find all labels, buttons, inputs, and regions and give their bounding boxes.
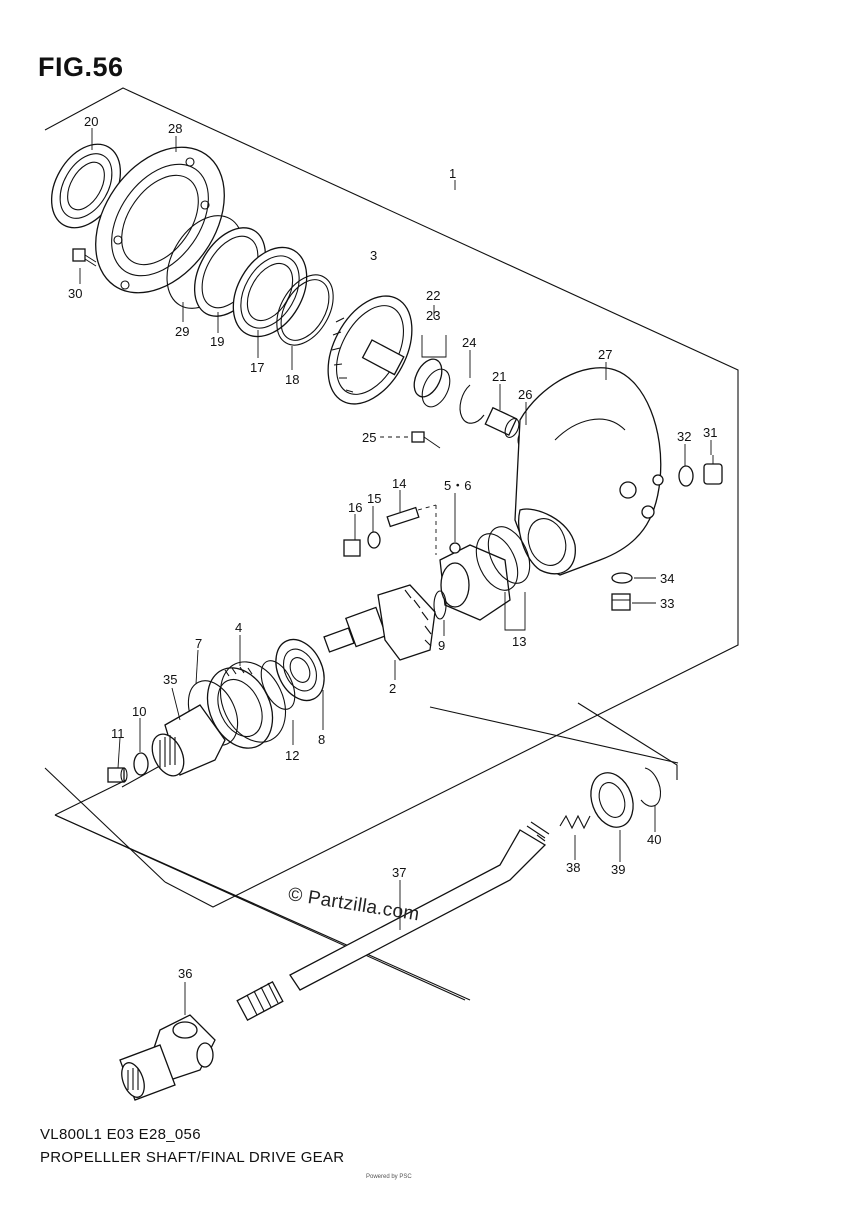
part-23-collar <box>413 358 451 408</box>
callout-25: 25 <box>362 430 376 445</box>
figure-title: FIG.56 <box>38 52 124 82</box>
figure-code: VL800L1 E03 E28_056 <box>40 1126 201 1143</box>
callout-11: 11 <box>111 726 125 741</box>
callout-17: 17 <box>250 360 264 375</box>
part-5-bearing-housing <box>439 542 511 621</box>
callout-27: 27 <box>598 347 612 362</box>
callout-37: 37 <box>392 865 406 880</box>
part-30-bolt <box>72 248 97 267</box>
callout-16: 16 <box>348 500 362 515</box>
part-25-bolt <box>380 431 441 449</box>
callout-36: 36 <box>178 966 192 981</box>
callout-4: 4 <box>235 620 242 635</box>
callout-21: 21 <box>492 369 506 384</box>
tiny-print: Powered by PSC <box>366 1174 412 1180</box>
callout-13: 13 <box>512 634 526 649</box>
callout-18: 18 <box>285 372 299 387</box>
callout-35: 35 <box>163 672 177 687</box>
callout-2: 2 <box>389 681 396 696</box>
callout-15: 15 <box>367 491 381 506</box>
callout-28: 28 <box>168 121 182 136</box>
callout-1: 1 <box>449 166 456 181</box>
callout-34: 34 <box>660 571 674 586</box>
part-14-stud <box>386 504 437 528</box>
callout-14: 14 <box>392 476 406 491</box>
callout-30: 30 <box>68 286 82 301</box>
callout-12: 12 <box>285 748 299 763</box>
part-40-circlip <box>640 767 662 807</box>
callout-38: 38 <box>566 860 580 875</box>
part-11-nut <box>107 767 128 783</box>
part-10-washer <box>133 752 149 776</box>
part-21-needle-bearing <box>484 406 520 438</box>
part-4-damper-cam <box>206 661 287 749</box>
callout-labels: 1 2 3 4 5・6 7 8 9 10 11 12 13 14 15 16 1… <box>68 114 717 981</box>
callout-3: 3 <box>370 248 377 263</box>
part-32-washer <box>678 465 694 487</box>
callout-33: 33 <box>660 596 674 611</box>
part-2-drive-bevel-gear <box>323 584 436 661</box>
part-15-washer <box>367 531 381 549</box>
callout-31: 31 <box>703 425 717 440</box>
part-31-plug <box>703 455 723 485</box>
callout-32: 32 <box>677 429 691 444</box>
callout-26: 26 <box>518 387 532 402</box>
callout-39: 39 <box>611 862 625 877</box>
callout-40: 40 <box>647 832 661 847</box>
callout-19: 19 <box>210 334 224 349</box>
callout-9: 9 <box>438 638 445 653</box>
part-9-shim <box>433 590 447 620</box>
leader-lines <box>79 128 712 1015</box>
callout-23: 23 <box>426 308 440 323</box>
part-38-spring <box>559 814 591 830</box>
part-34-washer <box>611 572 633 584</box>
callout-8: 8 <box>318 732 325 747</box>
part-28-cover-plate <box>95 146 225 294</box>
part-18-ring <box>276 274 334 346</box>
part-17-bearing <box>232 246 308 338</box>
callout-24: 24 <box>462 335 476 350</box>
callout-5-6: 5・6 <box>444 478 471 493</box>
part-16-nut <box>343 539 361 557</box>
part-36-universal-joint <box>119 1014 216 1101</box>
part-33-nut <box>611 593 631 611</box>
part-3-ring-gear <box>327 295 413 405</box>
part-13-o-rings <box>475 526 531 591</box>
part-35-coupling <box>151 704 226 777</box>
part-8-bearing <box>275 638 325 702</box>
callout-29: 29 <box>175 324 189 339</box>
part-27-gear-case <box>514 367 664 576</box>
part-39-seal <box>590 772 634 828</box>
callout-10: 10 <box>132 704 146 719</box>
callout-20: 20 <box>84 114 98 129</box>
callout-22: 22 <box>426 288 440 303</box>
part-24-circlip <box>459 384 485 424</box>
part-37-propeller-shaft <box>236 821 550 1021</box>
callout-7: 7 <box>195 636 202 651</box>
figure-caption: PROPELLLER SHAFT/FINAL DRIVE GEAR <box>40 1149 345 1166</box>
